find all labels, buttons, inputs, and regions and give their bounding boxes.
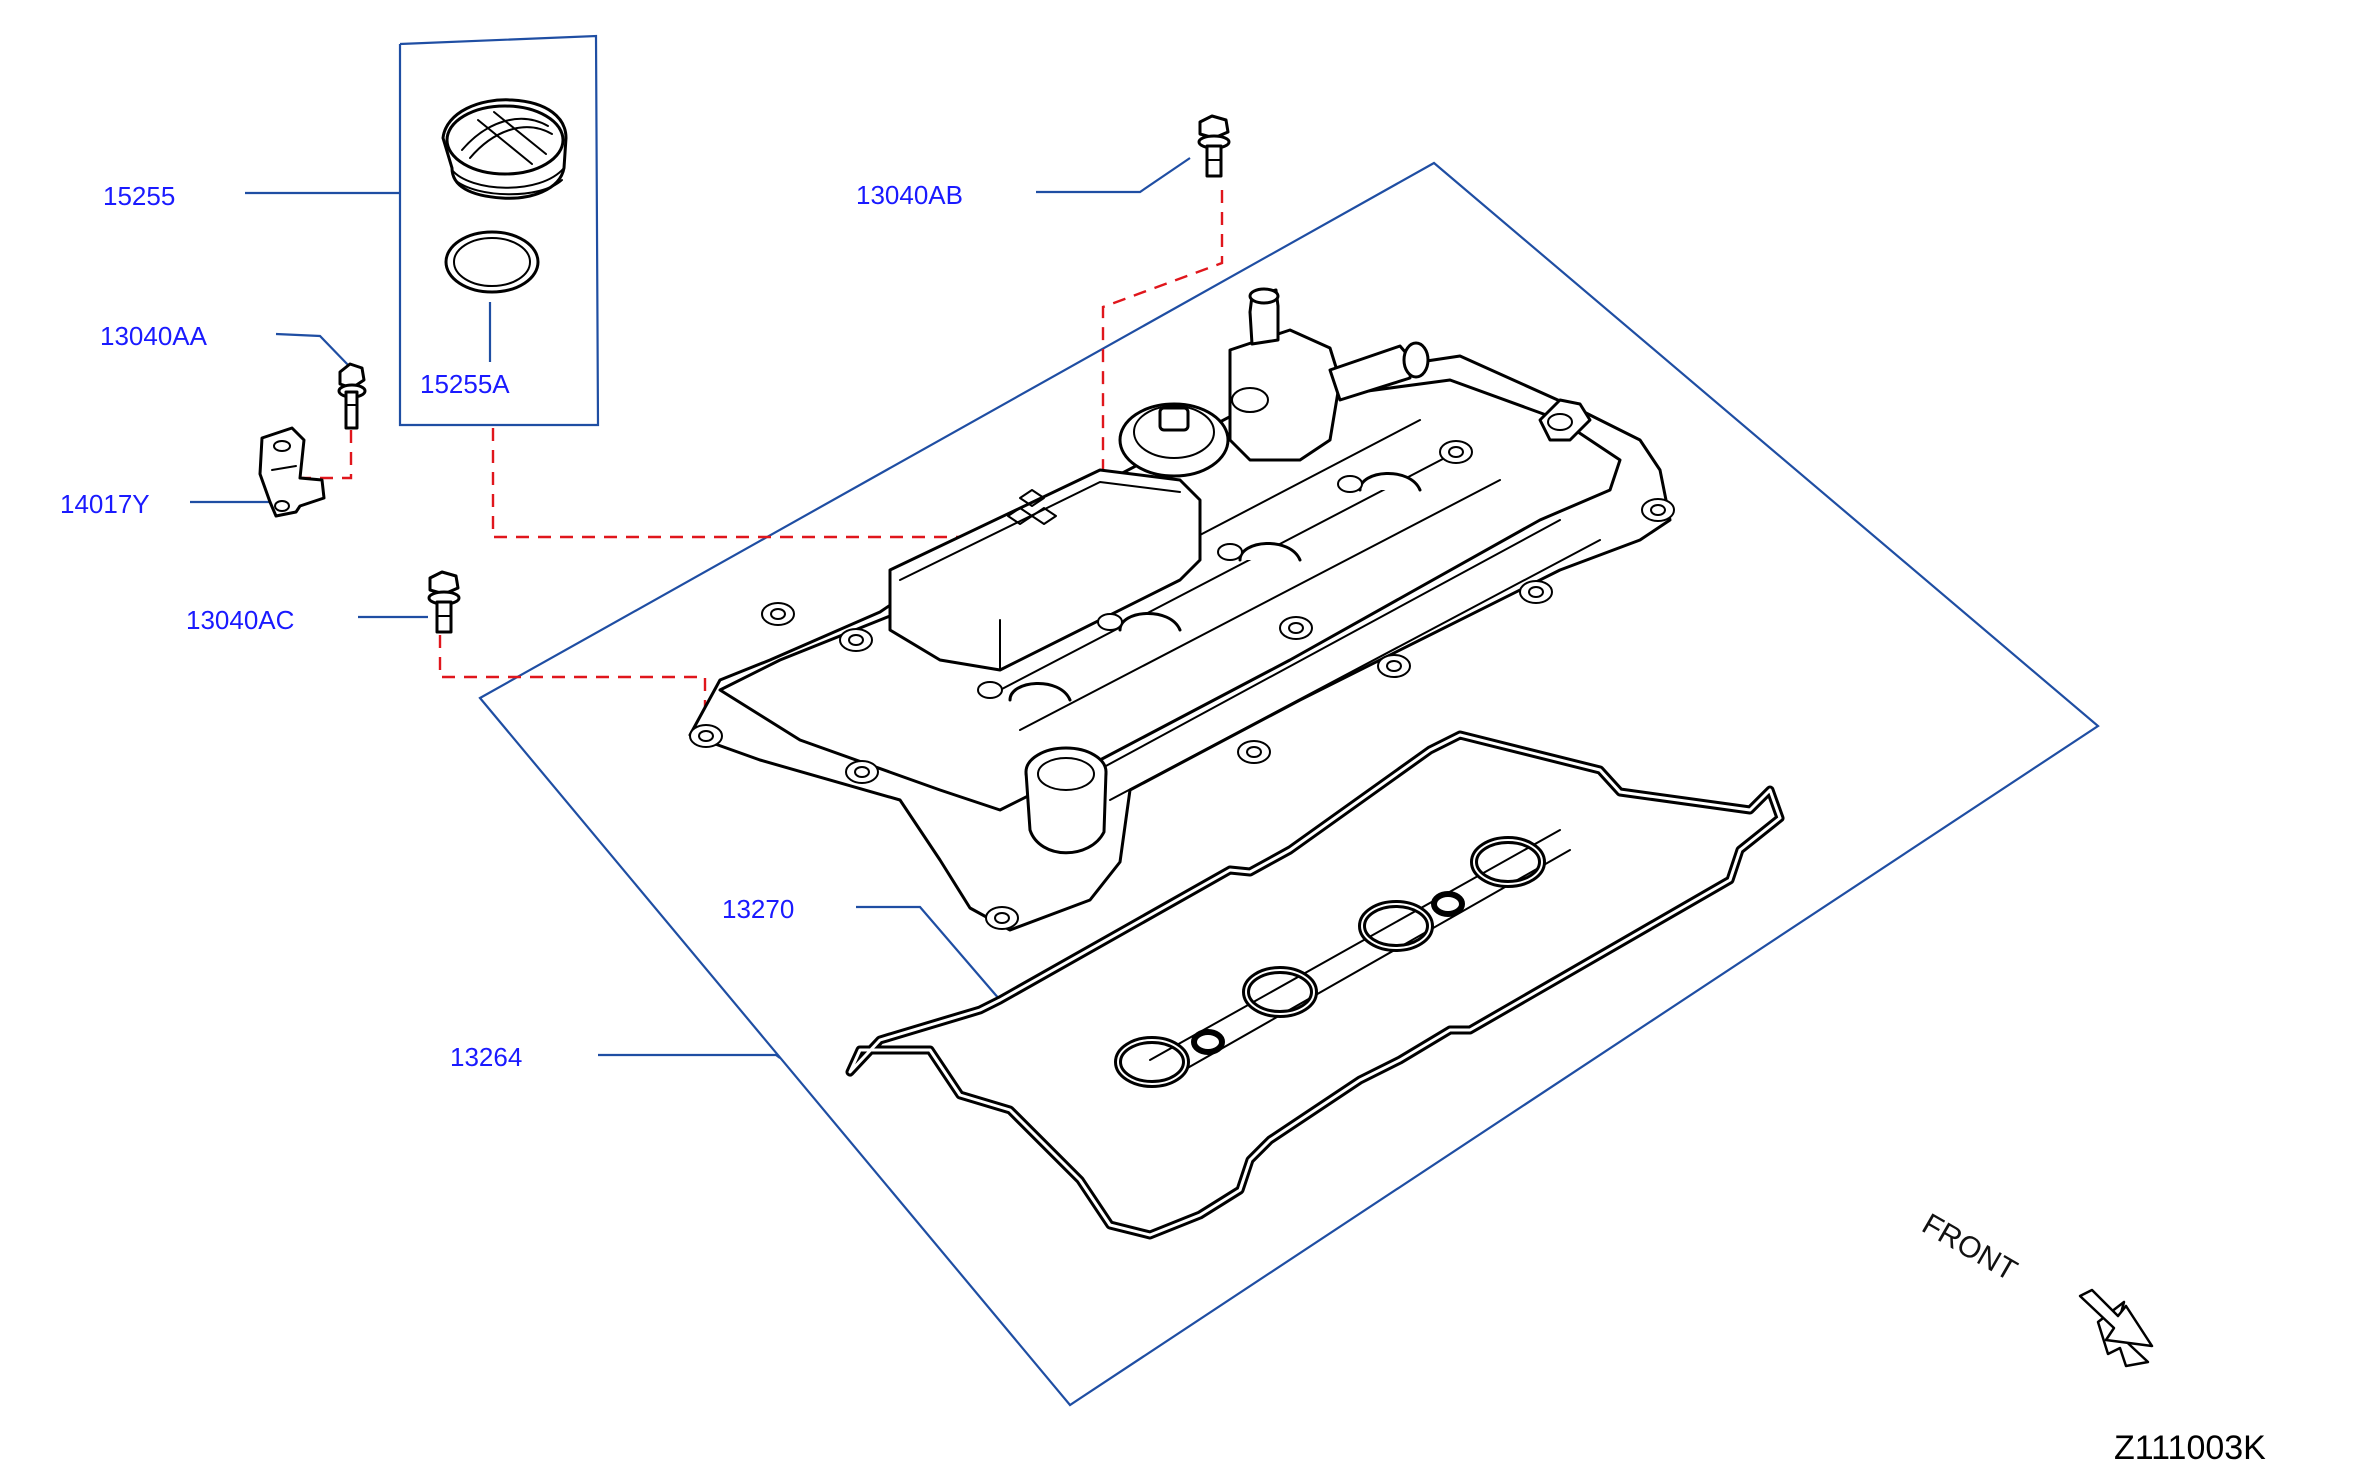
oil-filler-cap — [441, 98, 568, 200]
label-13040ab: 13040AB — [856, 180, 963, 210]
diagram-code: Z111003K — [2114, 1429, 2266, 1467]
valve-cover-gasket — [845, 730, 1785, 1240]
bolt-13040aa — [337, 362, 367, 430]
bracket-14017y — [258, 426, 326, 518]
bolt-13040ac — [427, 570, 461, 634]
label-15255: 15255 — [103, 181, 175, 211]
bolt-13040ab — [1197, 114, 1231, 178]
label-15255a: 15255A — [420, 369, 510, 399]
leader-13040aa — [275, 332, 351, 368]
leader-13264 — [598, 1053, 781, 1059]
label-13270: 13270 — [722, 894, 794, 924]
dash-bolt-ac — [438, 635, 707, 730]
label-13264: 13264 — [450, 1042, 522, 1072]
front-label: FRONT — [1917, 1207, 2023, 1287]
spark-plug-seals — [1114, 836, 1546, 1088]
front-arrow-icon — [2078, 1288, 2154, 1368]
label-14017y: 14017Y — [60, 489, 150, 519]
label-13040aa: 13040AA — [100, 321, 208, 351]
valve-cover — [688, 287, 1675, 932]
dash-bolt-ab — [1101, 190, 1224, 650]
cover-bolt-bosses — [689, 440, 1675, 930]
leader-13270 — [856, 905, 1001, 1001]
o-ring — [444, 230, 540, 294]
label-13040ac: 13040AC — [186, 605, 294, 635]
coil-bosses — [977, 472, 1422, 702]
cap-group-box — [398, 34, 600, 427]
valve-cover-frame — [478, 161, 2100, 1407]
leader-13040ab — [1036, 157, 1191, 194]
